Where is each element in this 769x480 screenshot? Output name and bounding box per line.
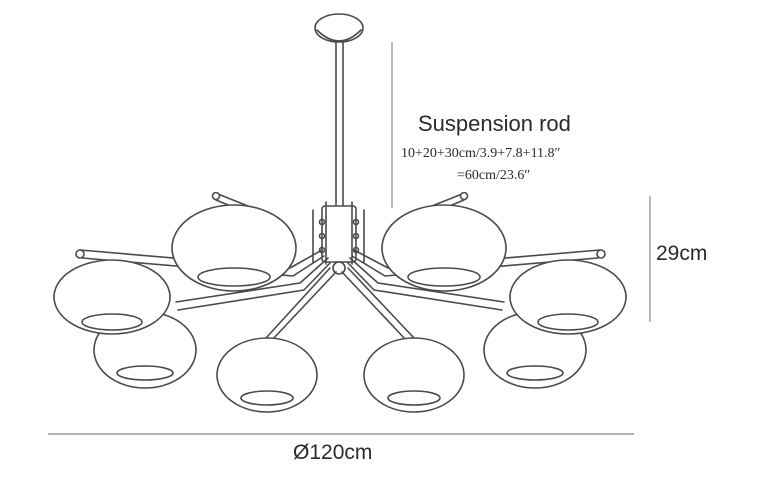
shade-back-right: [381, 204, 507, 292]
ceiling-canopy: [314, 13, 364, 43]
shade-front-right: [363, 337, 465, 413]
suspension-length-breakdown: 10+20+30cm/3.9+7.8+11.8″: [401, 146, 561, 161]
shade-far-left-upper: [53, 259, 171, 335]
suspension-length-total: =60cm/23.6″: [457, 168, 531, 183]
suspension-rod-label: Suspension rod: [418, 111, 571, 136]
height-label: 29cm: [656, 242, 708, 265]
central-hub: [312, 201, 365, 275]
suspension-rod: [335, 41, 344, 207]
shade-front-left: [216, 337, 318, 413]
shade-back-left: [171, 204, 297, 292]
glass-shades: [53, 204, 627, 413]
shade-far-right-upper: [509, 259, 627, 335]
diameter-label: Ø120cm: [293, 441, 373, 464]
